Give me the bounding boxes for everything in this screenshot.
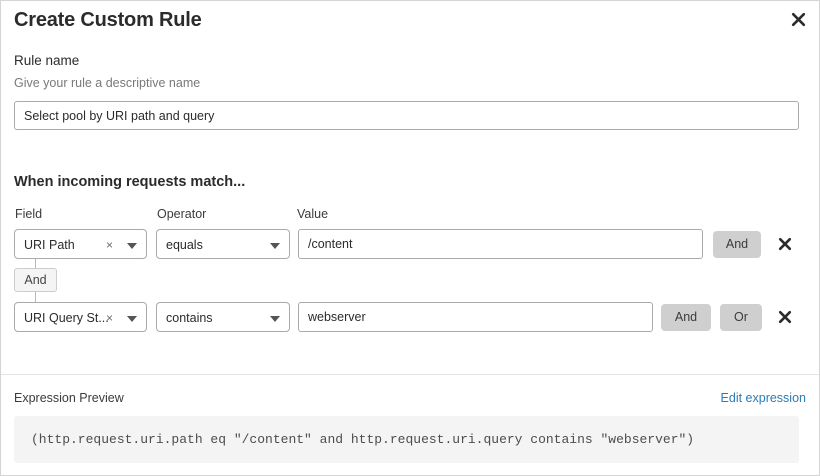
condition-row: URI Query St... × contains And Or — [1, 302, 819, 332]
expression-preview-box: (http.request.uri.path eq "/content" and… — [14, 416, 799, 463]
chevron-down-icon[interactable] — [127, 243, 137, 249]
value-input-1[interactable] — [298, 302, 653, 332]
edit-expression-link[interactable]: Edit expression — [720, 391, 806, 405]
and-button-0[interactable]: And — [713, 231, 761, 258]
connector-and-badge[interactable]: And — [14, 268, 57, 292]
field-select-0[interactable]: URI Path × — [14, 229, 147, 259]
rule-name-help-text: Give your rule a descriptive name — [14, 76, 201, 90]
clear-icon[interactable]: × — [105, 311, 113, 325]
column-header-field: Field — [15, 207, 43, 221]
operator-select-value-1: contains — [166, 311, 213, 325]
connector-line-bottom — [35, 292, 36, 302]
clear-icon[interactable]: × — [105, 238, 113, 252]
connector-line-top — [35, 259, 36, 268]
match-section-heading: When incoming requests match... — [14, 174, 246, 190]
dialog-title: Create Custom Rule — [14, 9, 202, 31]
rule-name-input[interactable] — [14, 101, 799, 130]
section-divider — [1, 374, 819, 375]
delete-row-button-0[interactable] — [773, 231, 797, 257]
condition-row: URI Path × equals And — [1, 229, 819, 259]
delete-row-button-1[interactable] — [773, 304, 797, 330]
rule-name-label: Rule name — [14, 53, 80, 68]
column-header-operator: Operator — [157, 207, 207, 221]
operator-select-value-0: equals — [166, 238, 203, 252]
chevron-down-icon[interactable] — [270, 316, 280, 322]
operator-select-1[interactable]: contains — [156, 302, 290, 332]
and-button-1[interactable]: And — [661, 304, 711, 331]
chevron-down-icon[interactable] — [270, 243, 280, 249]
field-select-1[interactable]: URI Query St... × — [14, 302, 147, 332]
expression-preview-label: Expression Preview — [14, 391, 124, 405]
field-select-value-0: URI Path — [24, 238, 75, 252]
column-header-value: Value — [297, 207, 329, 221]
value-input-0[interactable] — [298, 229, 703, 259]
chevron-down-icon[interactable] — [127, 316, 137, 322]
operator-select-0[interactable]: equals — [156, 229, 290, 259]
or-button-1[interactable]: Or — [720, 304, 762, 331]
close-icon[interactable] — [785, 6, 811, 32]
field-select-value-1: URI Query St... — [24, 311, 108, 325]
expression-preview-text: (http.request.uri.path eq "/content" and… — [31, 432, 695, 447]
